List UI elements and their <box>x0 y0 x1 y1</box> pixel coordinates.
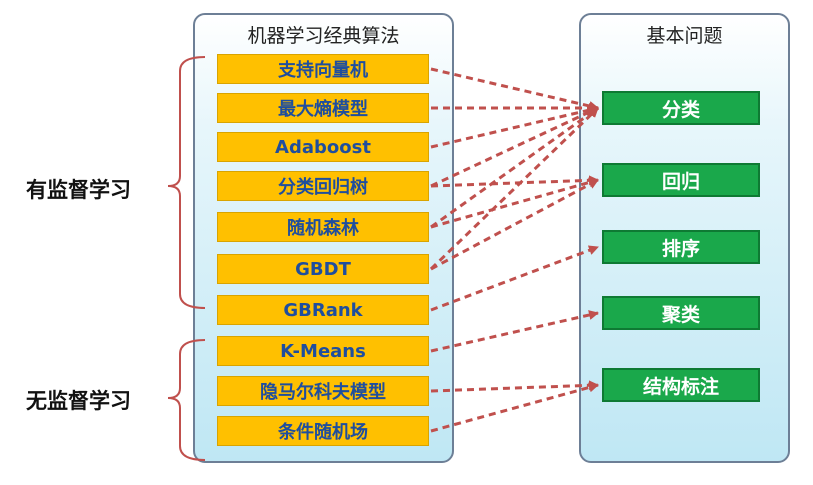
algorithm-hmm: 隐马尔科夫模型 <box>217 376 429 406</box>
arrow-edge <box>430 106 599 229</box>
arrow-edge <box>430 382 599 433</box>
algorithm-adaboost: Adaboost <box>217 132 429 162</box>
algorithm-random-forest: 随机森林 <box>217 212 429 242</box>
supervised-learning-label: 有监督学习 <box>26 178 131 202</box>
supervised-bracket <box>167 56 206 309</box>
arrow-edge <box>430 178 599 271</box>
arrow-edge <box>430 105 599 149</box>
unsupervised-learning-label: 无监督学习 <box>26 389 131 413</box>
problems-panel-title: 基本问题 <box>646 25 723 47</box>
unsupervised-bracket <box>167 339 206 461</box>
problem-structured-labeling: 结构标注 <box>602 368 760 402</box>
algorithm-cart: 分类回归树 <box>217 171 429 201</box>
problem-clustering: 聚类 <box>602 296 760 330</box>
problem-regression: 回归 <box>602 163 760 197</box>
arrow-edge <box>430 245 599 312</box>
algorithm-crf: 条件随机场 <box>217 416 429 446</box>
problem-ranking: 排序 <box>602 230 760 264</box>
problem-classification: 分类 <box>602 91 760 125</box>
arrow-edge <box>430 177 599 229</box>
arrow-edge <box>430 310 599 353</box>
arrow-edge <box>430 175 599 188</box>
algorithm-maxent: 最大熵模型 <box>217 93 429 123</box>
algorithm-kmeans: K-Means <box>217 336 429 366</box>
algorithms-panel-title: 机器学习经典算法 <box>247 25 400 47</box>
algorithm-gbrank: GBRank <box>217 295 429 325</box>
arrow-edge <box>430 380 599 393</box>
arrow-edge <box>430 106 599 188</box>
algorithm-gbdt: GBDT <box>217 254 429 284</box>
algorithm-svm: 支持向量机 <box>217 54 429 84</box>
arrow-edge <box>430 67 599 111</box>
arrow-edge <box>429 106 600 271</box>
